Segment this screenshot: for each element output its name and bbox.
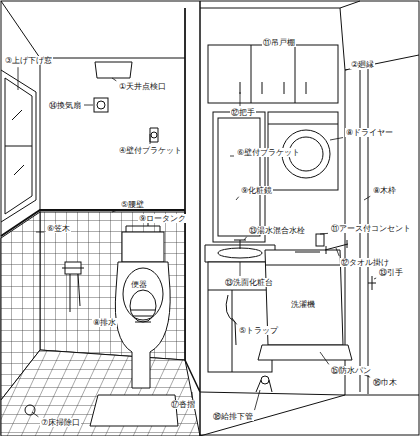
- leader-line: [244, 237, 247, 240]
- callout-label: ⑬洗面化粧台: [224, 278, 274, 287]
- callout-label: ⑮防水パン: [330, 366, 372, 375]
- leader-line: [84, 105, 93, 106]
- leader-line: [112, 78, 116, 81]
- callout-label: ⑧木枠: [372, 186, 397, 195]
- callout-label: ⑤トラップ: [238, 326, 279, 335]
- callout-label: ⑬湯水混合水栓: [248, 226, 306, 235]
- leader-line: [336, 248, 339, 256]
- callout-label: ⑦床掃除口: [40, 418, 81, 427]
- callout-label: ⑫把手: [230, 108, 256, 117]
- callout-label: ⑧ドライヤー: [345, 128, 394, 137]
- leader-line: [150, 134, 151, 144]
- part-text: 洗濯機: [290, 300, 316, 309]
- leader-line: [320, 352, 329, 364]
- callout-label: ⑧排水: [92, 318, 117, 327]
- callout-label: ⑨ロータンク: [138, 214, 187, 223]
- part-text: 便器: [130, 280, 148, 289]
- callout-label: ⑪吊戸棚: [262, 38, 296, 47]
- leader-line: [320, 233, 328, 235]
- leader-line: [240, 262, 241, 276]
- callout-label: ⑱給排下管: [212, 412, 254, 421]
- callout-label: ⑰沓摺: [170, 400, 196, 409]
- leader-line: [230, 156, 234, 157]
- callout-label: ⑯巾木: [372, 378, 398, 387]
- leader-line: [374, 278, 376, 280]
- callout-label: ⑤腰壁: [120, 200, 145, 209]
- callout-label: ①天井点検口: [118, 82, 167, 91]
- leader-line: [364, 196, 370, 200]
- leader-line: [18, 67, 19, 90]
- leader-line: [32, 412, 38, 417]
- callout-label: ⑭換気扇: [48, 101, 82, 110]
- callout-label: ③上げ下げ窓: [4, 56, 53, 65]
- leader-line: [240, 92, 241, 106]
- leader-line: [330, 138, 343, 140]
- leader-line: [112, 210, 118, 212]
- callout-label: ⑨化粧鏡: [240, 186, 273, 195]
- callout-label: ⑬引手: [378, 268, 404, 277]
- leader-line: [236, 197, 239, 200]
- callout-label: ⑫タオル掛け: [340, 258, 390, 267]
- callout-label: ④壁付ブラケット: [118, 146, 183, 155]
- leader-line: [255, 390, 260, 410]
- callout-label: ⑥笠木: [46, 224, 71, 233]
- callout-label: ⑪アース付コンセント: [330, 224, 412, 233]
- callout-label: ⑥壁付ブラケット: [236, 148, 301, 157]
- leader-line: [345, 69, 348, 70]
- leader-line: [36, 232, 44, 233]
- leader-line: [192, 392, 193, 398]
- callout-label: ②廻縁: [350, 60, 375, 69]
- leader-line: [232, 318, 237, 324]
